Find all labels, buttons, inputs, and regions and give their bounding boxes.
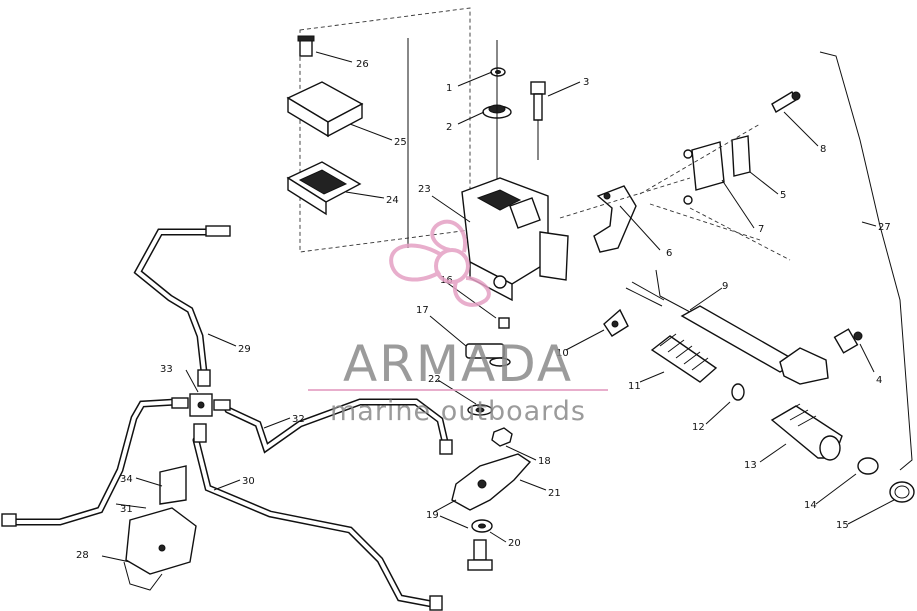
callout-28: 28 [76, 550, 89, 561]
watermark-propeller-logo [389, 219, 491, 307]
callout-27: 27 [878, 222, 891, 233]
part-18-nut [491, 427, 513, 447]
callout-4: 4 [876, 375, 882, 386]
part-16-nut [498, 317, 510, 329]
watermark-brand: ARMADA [343, 335, 573, 393]
part-8-screw [771, 91, 801, 113]
callout-33: 33 [160, 364, 173, 375]
part-15-cap [889, 481, 915, 503]
callout-6: 6 [666, 248, 672, 259]
part-23-master-cylinder [461, 177, 569, 302]
part-19-bolt [467, 539, 493, 571]
callout-29: 29 [238, 344, 251, 355]
part-14-seal [857, 457, 879, 475]
part-1-washer [490, 67, 506, 77]
part-4-fitting [833, 328, 863, 354]
callout-17: 17 [416, 305, 429, 316]
callout-8: 8 [820, 144, 826, 155]
callout-26: 26 [356, 59, 369, 70]
part-33-tee-fitting [171, 393, 231, 443]
callout-9: 9 [722, 281, 728, 292]
part-22-washer [467, 404, 493, 416]
part-29-hose [133, 225, 231, 387]
part-21-lever [433, 453, 532, 513]
part-9-switch [625, 269, 829, 385]
callout-2: 2 [446, 122, 452, 133]
callout-25: 25 [394, 137, 407, 148]
callout-30: 30 [242, 476, 255, 487]
part-26-screw [297, 35, 315, 57]
part-5-plate [731, 135, 751, 177]
callout-5: 5 [780, 190, 786, 201]
part-34-sleeve [159, 465, 187, 505]
callout-13: 13 [744, 460, 757, 471]
callout-12: 12 [692, 422, 705, 433]
part-10-washer [603, 308, 629, 337]
callout-7: 7 [758, 224, 764, 235]
callout-14: 14 [804, 500, 817, 511]
part-11-boot [650, 333, 718, 383]
leader-lines [101, 51, 895, 563]
part-6-clamp [593, 185, 637, 253]
callout-20: 20 [508, 538, 521, 549]
callout-24: 24 [386, 195, 399, 206]
callout-10: 10 [556, 348, 569, 359]
callout-3: 3 [583, 77, 589, 88]
callout-18: 18 [538, 456, 551, 467]
part-28-bag [123, 507, 197, 591]
part-24-gasket [286, 161, 362, 216]
callout-21: 21 [548, 488, 561, 499]
part-31-hose [1, 398, 180, 527]
callout-19: 19 [426, 510, 439, 521]
part-32-hose [224, 398, 453, 455]
part-17-pushrod [465, 343, 511, 367]
callout-15: 15 [836, 520, 849, 531]
callout-11: 11 [628, 381, 641, 392]
part-30-hose [192, 436, 443, 611]
callout-1: 1 [446, 83, 452, 94]
part-25-cover-plate [286, 81, 364, 138]
part-3-bolt [530, 81, 546, 160]
watermark-tagline: marine outboards [330, 396, 586, 427]
part-27-group-bracket [819, 51, 913, 471]
callout-31: 31 [120, 504, 133, 515]
part-13-piston [770, 403, 843, 461]
callout-34: 34 [120, 474, 133, 485]
part-20-bushing [471, 519, 493, 533]
watermark: ARMADA marine outboards [308, 219, 608, 427]
callout-23: 23 [418, 184, 431, 195]
callout-22: 22 [428, 374, 441, 385]
callout-32: 32 [292, 414, 305, 425]
part-7-bracket [683, 141, 725, 205]
part-12-washer [731, 383, 745, 401]
